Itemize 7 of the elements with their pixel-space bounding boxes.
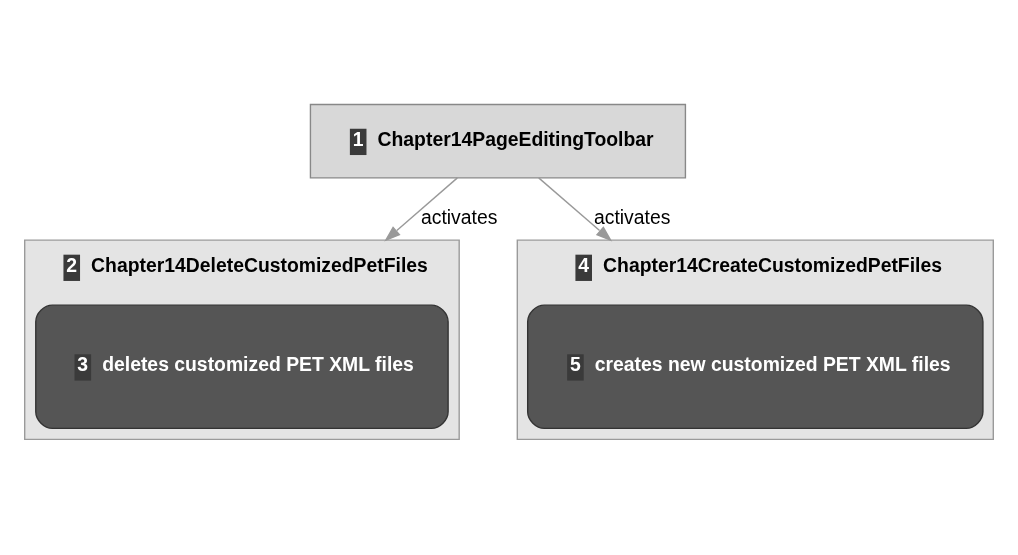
node-box: 3 deletes customized PET XML files xyxy=(35,304,449,429)
node-box: 1 Chapter14PageEditingToolbar xyxy=(309,103,687,179)
edge-label: activates xyxy=(420,205,498,228)
edge-label: activates xyxy=(593,205,671,228)
node-box: 5 creates new customized PET XML files xyxy=(527,304,984,429)
arrow xyxy=(538,177,613,242)
arrow xyxy=(384,177,459,242)
